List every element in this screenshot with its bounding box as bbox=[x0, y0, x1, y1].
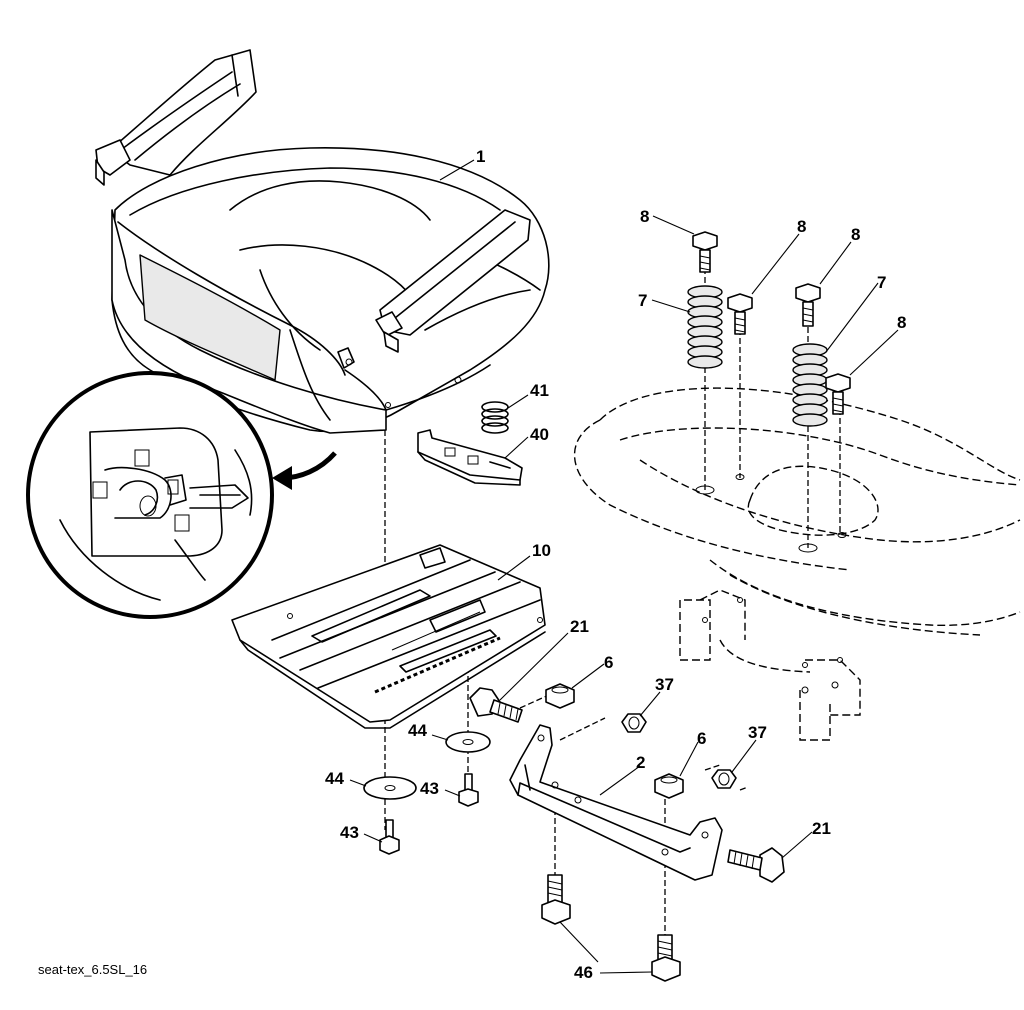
callout-21: 21 bbox=[570, 617, 589, 636]
callout-21: 21 bbox=[812, 819, 831, 838]
callout-44: 44 bbox=[325, 769, 344, 788]
washers-44 bbox=[363, 731, 491, 800]
callout-7: 7 bbox=[877, 273, 886, 292]
detail-inset bbox=[26, 371, 337, 619]
nuts-37 bbox=[621, 713, 737, 789]
callout-2: 2 bbox=[636, 753, 645, 772]
seat bbox=[95, 49, 550, 434]
nuts-6 bbox=[545, 683, 684, 799]
callout-8: 8 bbox=[897, 313, 906, 332]
leader-lines bbox=[349, 159, 899, 974]
callout-37: 37 bbox=[748, 723, 767, 742]
callout-labels: 1 8 8 8 8 7 7 41 40 10 21 6 37 2 6 37 21… bbox=[325, 147, 906, 982]
spring-41 bbox=[481, 401, 509, 434]
callout-8: 8 bbox=[851, 225, 860, 244]
callout-44: 44 bbox=[408, 721, 427, 740]
bracket-2 bbox=[509, 724, 723, 881]
callout-46: 46 bbox=[574, 963, 593, 982]
callout-7: 7 bbox=[638, 291, 647, 310]
callout-41: 41 bbox=[530, 381, 549, 400]
seat-pan-10 bbox=[231, 544, 546, 729]
callout-10: 10 bbox=[532, 541, 551, 560]
screws-8 bbox=[692, 231, 851, 415]
figure-caption: seat-tex_6.5SL_16 bbox=[38, 962, 148, 977]
callout-43: 43 bbox=[340, 823, 359, 842]
callout-6: 6 bbox=[697, 729, 706, 748]
callout-8: 8 bbox=[797, 217, 806, 236]
callout-1: 1 bbox=[476, 147, 485, 166]
callout-37: 37 bbox=[655, 675, 674, 694]
bolts-46 bbox=[541, 874, 681, 982]
callout-8: 8 bbox=[640, 207, 649, 226]
screws-43 bbox=[379, 773, 479, 855]
mower-frame-outline bbox=[573, 387, 1021, 741]
bolts-21 bbox=[469, 687, 785, 883]
callout-43: 43 bbox=[420, 779, 439, 798]
callout-6: 6 bbox=[604, 653, 613, 672]
switch-plate-40 bbox=[417, 429, 523, 486]
callout-40: 40 bbox=[530, 425, 549, 444]
